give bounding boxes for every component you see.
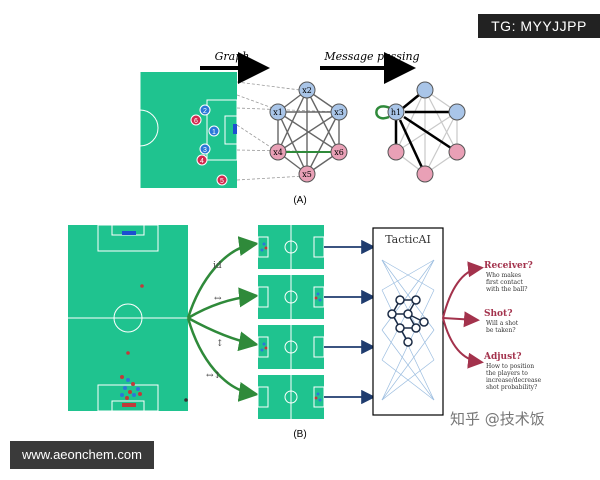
red-player (196, 154, 208, 166)
model-name: TacticAI (385, 233, 431, 246)
graph-node-label: x6 (334, 148, 344, 157)
graph-node-label: x3 (334, 108, 344, 117)
output-shot: Shot? Will a shot be taken? (484, 309, 519, 334)
transform-label: ↔↕ (206, 371, 221, 381)
blue-player (199, 104, 211, 116)
watermark-top: TG: MYYJJPP (478, 14, 600, 38)
graph-node (269, 103, 287, 121)
blue-player (208, 125, 220, 137)
graph-node (387, 143, 405, 161)
graph-node (330, 143, 348, 161)
panel-a-caption: (A) (293, 195, 306, 206)
red-player-number: 6 (194, 118, 198, 125)
output-desc-line: the players to (486, 370, 528, 377)
graph-node (448, 143, 466, 161)
blue-player-number: 1 (212, 129, 216, 136)
graph-node-label: x5 (302, 170, 312, 179)
graph-node (269, 143, 287, 161)
pitch-players: 2 1 3 6 4 5 (190, 104, 228, 186)
message-passing-graph: h1 (375, 81, 466, 183)
player-graph: x2 x3 x4 x5 x6 x1 (269, 81, 348, 183)
tacticai-model: TacticAI (372, 227, 444, 416)
transform-label: id (213, 261, 222, 271)
output-title: Receiver? (484, 261, 533, 271)
blue-player-number: 2 (203, 108, 207, 115)
hub-node-label: h1 (391, 108, 401, 117)
hub-node (387, 103, 405, 121)
red-player (216, 174, 228, 186)
model-input-arrows (324, 239, 376, 405)
transform-label: ↔ (214, 294, 222, 304)
output-arrows (442, 261, 484, 369)
graph-node (448, 103, 466, 121)
output-receiver: Receiver? Who makes first contact with t… (484, 261, 533, 293)
graph-node-label: x2 (302, 86, 312, 95)
output-adjust: Adjust? How to position the players to i… (483, 352, 542, 391)
output-desc-line: first contact (486, 279, 523, 286)
full-pitch (68, 224, 188, 412)
graph-node (416, 165, 434, 183)
graph-node (330, 103, 348, 121)
blue-player-number: 3 (203, 147, 207, 154)
output-title: Shot? (484, 309, 512, 319)
graph-node-label: x1 (273, 108, 283, 117)
small-pitch (257, 225, 325, 269)
small-pitch (257, 275, 325, 319)
panel-a: 2 1 3 6 4 5 Graph Message passing (139, 50, 466, 206)
graph-arrow-label: Graph (215, 50, 250, 63)
output-desc-line: with the ball? (486, 286, 527, 293)
panel-b-caption: (B) (293, 429, 306, 440)
graph-node (416, 81, 434, 99)
panel-b: id ↔ ↕ ↔↕ (68, 224, 542, 440)
transform-label: ↕ (216, 339, 224, 349)
output-desc-line: Who makes (486, 272, 521, 279)
gnn-core (387, 295, 429, 347)
output-title: Adjust? (483, 352, 522, 362)
output-desc-line: shot probability? (486, 384, 537, 391)
output-desc-line: increase/decrease (486, 377, 542, 384)
watermark-zh: 知乎 @技术饭 (450, 410, 545, 428)
augmented-pitches (257, 225, 325, 419)
small-pitch (257, 375, 325, 419)
half-pitch (139, 72, 238, 188)
blue-player (199, 143, 211, 155)
red-player-number: 4 (200, 158, 204, 165)
full-pitch-players (120, 284, 188, 402)
red-player-number: 5 (220, 178, 224, 185)
output-desc-line: Will a shot (486, 320, 519, 327)
transform-arrows (186, 236, 259, 402)
graph-node (298, 81, 316, 99)
red-player (190, 114, 202, 126)
message-passing-arrow-label: Message passing (323, 50, 419, 63)
graph-node-label: x4 (273, 148, 283, 157)
small-pitch (257, 325, 325, 369)
output-desc-line: How to position (486, 363, 534, 370)
graph-node (298, 165, 316, 183)
output-desc-line: be taken? (486, 327, 516, 334)
watermark-bottom: www.aeonchem.com (10, 441, 154, 469)
